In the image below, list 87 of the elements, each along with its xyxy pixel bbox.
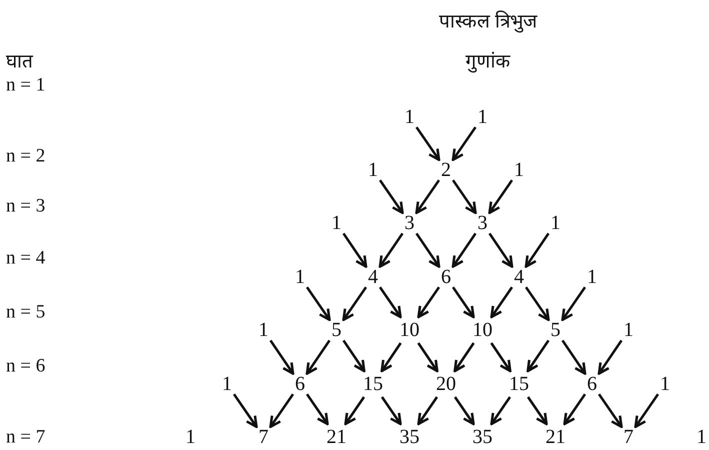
- arrow: [561, 340, 586, 375]
- coefficient: 2: [441, 159, 451, 181]
- arrow: [306, 340, 331, 375]
- power-label: n = 6: [6, 356, 46, 376]
- coefficient: 7: [258, 426, 268, 448]
- arrow: [380, 396, 402, 426]
- arrow: [598, 393, 623, 428]
- coefficient: 1: [404, 106, 414, 128]
- arrow: [488, 179, 514, 214]
- coefficient: 10: [400, 319, 420, 341]
- coefficient: 1: [295, 266, 305, 288]
- coefficient: 1: [514, 159, 524, 181]
- coefficient: 1: [587, 266, 597, 288]
- arrow: [524, 232, 550, 268]
- arrow: [598, 340, 623, 375]
- coefficient: 10: [472, 319, 492, 341]
- arrow: [269, 340, 294, 375]
- coefficient: 3: [478, 212, 488, 234]
- power-label: n = 1: [6, 76, 46, 94]
- coefficient: 3: [404, 212, 414, 234]
- arrow: [269, 393, 294, 428]
- arrow: [490, 342, 512, 372]
- arrow: [452, 232, 477, 268]
- arrow: [415, 179, 440, 214]
- arrow: [417, 286, 440, 318]
- arrow: [342, 340, 366, 372]
- coefficient: 1: [186, 426, 196, 448]
- coefficient: 5: [332, 319, 342, 341]
- arrow: [380, 342, 402, 372]
- coefficient: 6: [587, 373, 597, 395]
- heading: गुणांक: [466, 52, 510, 72]
- power-label: n = 3: [6, 196, 46, 216]
- coefficient: 1: [624, 319, 634, 341]
- power-label: n = 2: [6, 146, 46, 166]
- arrow: [452, 179, 477, 214]
- coefficient: 4: [368, 266, 378, 288]
- coefficient: 15: [509, 373, 529, 395]
- arrow: [378, 286, 402, 318]
- arrow: [488, 232, 514, 268]
- arrow: [378, 232, 404, 268]
- arrow: [454, 396, 475, 426]
- coefficient: 1: [660, 373, 670, 395]
- arrow: [306, 394, 329, 426]
- arrow: [452, 286, 475, 318]
- arrow: [634, 393, 660, 428]
- arrow: [232, 393, 258, 428]
- coefficient: 15: [363, 373, 383, 395]
- arrow: [415, 126, 440, 162]
- arrow: [524, 286, 550, 322]
- coefficient: 20: [436, 373, 456, 395]
- coefficient: 1: [258, 319, 268, 341]
- heading: घात: [6, 52, 33, 72]
- coefficient: 21: [546, 426, 566, 448]
- arrow: [415, 232, 440, 268]
- arrow: [526, 340, 550, 372]
- coefficient: 35: [472, 426, 492, 448]
- arrow: [342, 286, 368, 322]
- coefficient: 6: [295, 373, 305, 395]
- power-label: n = 7: [6, 428, 46, 446]
- arrow: [378, 179, 404, 214]
- arrow: [342, 232, 368, 268]
- coefficient: 5: [550, 319, 560, 341]
- power-label: n = 4: [6, 248, 46, 268]
- coefficient: 35: [400, 426, 420, 448]
- arrow: [417, 396, 438, 426]
- coefficient: 1: [368, 159, 378, 181]
- coefficient: 1: [696, 426, 706, 448]
- arrow: [306, 286, 331, 322]
- coefficient: 1: [478, 106, 488, 128]
- arrow: [526, 396, 548, 426]
- arrow: [454, 342, 475, 372]
- coefficient: 1: [332, 212, 342, 234]
- title: पास्कल त्रिभुज: [439, 12, 537, 32]
- coefficient: 1: [550, 212, 560, 234]
- coefficient: 7: [624, 426, 634, 448]
- arrow: [452, 126, 477, 162]
- arrow: [490, 286, 514, 318]
- arrow: [344, 396, 366, 426]
- arrow: [561, 286, 586, 322]
- arrow: [563, 394, 586, 426]
- arrow: [490, 396, 512, 426]
- coefficient: 21: [326, 426, 346, 448]
- coefficient: 1: [222, 373, 232, 395]
- power-label: n = 5: [6, 302, 46, 322]
- coefficient: 6: [441, 266, 451, 288]
- coefficient: 4: [514, 266, 524, 288]
- arrow: [417, 342, 438, 372]
